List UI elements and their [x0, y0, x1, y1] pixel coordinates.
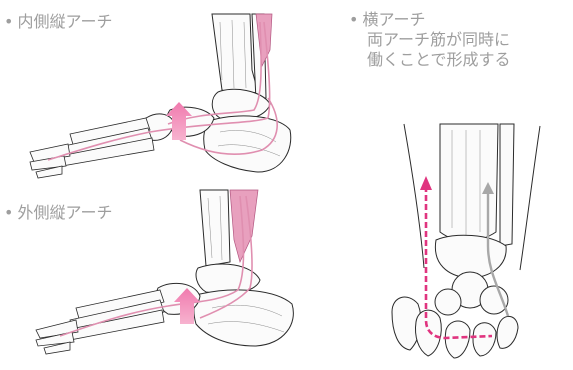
tarsal-front-3	[435, 289, 461, 315]
fibula-bone-lateral	[200, 190, 230, 266]
tarsal-front-2	[480, 286, 508, 314]
medial-arch-foot-illustration	[30, 14, 291, 178]
leg-outline-left	[404, 124, 424, 268]
magenta-arrowhead	[420, 176, 432, 190]
toe-front-3	[445, 321, 470, 358]
toe-front-4	[473, 323, 496, 356]
toe-front-2	[416, 310, 442, 356]
transverse-arch-foot-illustration	[392, 124, 540, 358]
fibula-front-bone	[500, 124, 514, 246]
lateral-arch-foot-illustration	[36, 190, 293, 354]
tibia-front-bone	[440, 124, 498, 241]
talus-bone-lateral	[196, 264, 260, 294]
toe-front-5	[497, 316, 518, 348]
calcaneus-bone-lateral	[194, 290, 293, 346]
tibia-bone	[212, 14, 258, 96]
leg-outline-right	[520, 126, 540, 270]
